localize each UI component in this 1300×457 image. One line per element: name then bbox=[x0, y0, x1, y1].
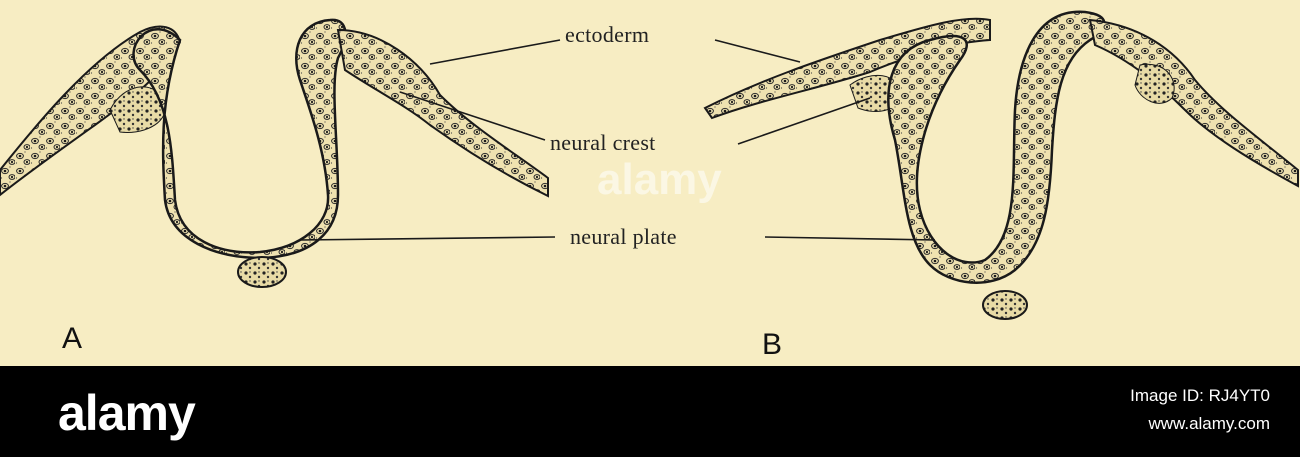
leader-ectoderm-a bbox=[429, 39, 561, 65]
label-ectoderm: ectoderm bbox=[565, 22, 650, 47]
leader-crest-a bbox=[399, 91, 546, 141]
leader-ectoderm-b bbox=[714, 39, 801, 63]
image-id: Image ID: RJ4YT0 bbox=[1130, 386, 1270, 405]
neural-tube-drawing bbox=[0, 10, 1299, 320]
panel-a-notochord bbox=[237, 256, 287, 288]
panel-b-ectoderm-right bbox=[1088, 18, 1299, 188]
label-neural-crest: neural crest bbox=[550, 130, 656, 155]
panel-b-neural-plate bbox=[887, 10, 1106, 284]
leader-plate-b bbox=[764, 236, 936, 241]
panel-a-ectoderm-right bbox=[336, 28, 549, 198]
brand-logo: alamy bbox=[58, 385, 196, 441]
footer-bar: alamy Image ID: RJ4YT0 www.alamy.com bbox=[0, 366, 1300, 457]
panel-b-section bbox=[703, 10, 1299, 320]
site-url: www.alamy.com bbox=[1148, 414, 1270, 433]
panel-b-letter: B bbox=[762, 328, 783, 361]
leader-plate-a bbox=[299, 236, 556, 241]
panel-b-neural-crest-right bbox=[1134, 63, 1175, 104]
label-neural-plate: neural plate bbox=[570, 224, 677, 249]
diagram-plate: ectoderm neural crest neural plate A B a… bbox=[0, 0, 1300, 366]
panel-b-notochord bbox=[982, 290, 1028, 320]
panel-a-letter: A bbox=[62, 322, 83, 355]
panel-a-section bbox=[0, 18, 549, 288]
leader-crest-b bbox=[737, 97, 871, 145]
leader-lines bbox=[299, 39, 936, 241]
watermark-center: alamy bbox=[597, 155, 722, 204]
panel-a-neural-plate bbox=[132, 18, 347, 260]
